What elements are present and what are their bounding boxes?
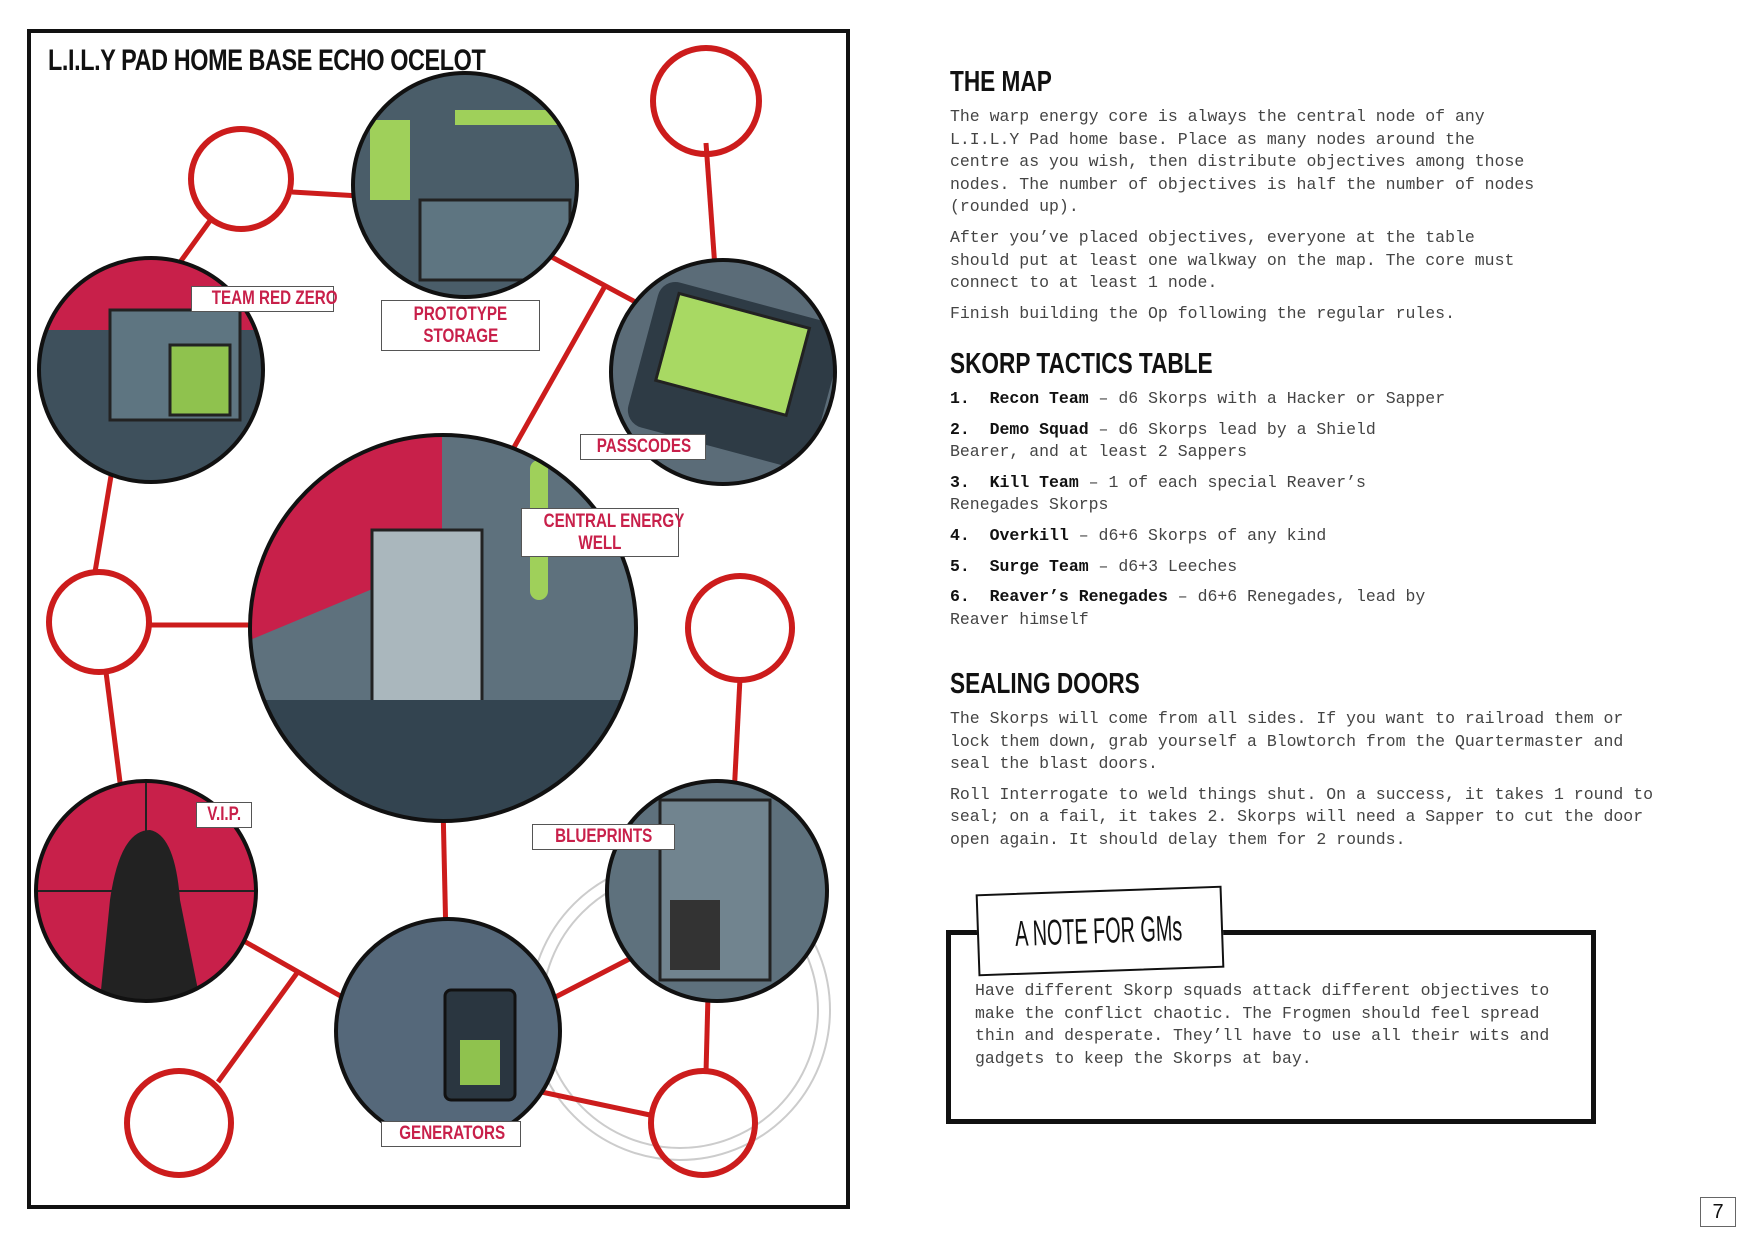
item-name: Overkill (989, 525, 1069, 545)
label-text: V.I.P. (207, 804, 241, 825)
label-blueprints: BLUEPRINTS (532, 824, 675, 850)
walkway (92, 469, 115, 573)
item-name: Demo Squad (989, 419, 1089, 439)
walkway (175, 216, 215, 267)
gm-note-box (946, 930, 1596, 1124)
walkway (103, 671, 124, 791)
node-prototype-storage (353, 73, 577, 297)
item-number: 1. (950, 389, 970, 408)
empty-node-ring (188, 126, 294, 232)
map-frame (27, 29, 850, 1209)
walkway (731, 677, 743, 797)
gm-note-title-tab: A NOTE FOR GMs (975, 885, 1225, 977)
paragraph: After you’ve placed objectives, everyone… (950, 227, 1515, 293)
tactics-item: 5. Surge Team – d6+3 Leeches (950, 556, 1710, 579)
gm-note-title: A NOTE FOR GMs (1014, 907, 1183, 954)
walkway (291, 189, 361, 199)
item-text: – d6 Skorps with a Hacker or Sapper (1088, 389, 1446, 408)
paragraph: Roll Interrogate to weld things shut. On… (950, 784, 1654, 849)
heading-text: SEALING DOORS (950, 668, 1140, 700)
empty-node-ring (685, 573, 795, 683)
empty-node-ring (650, 45, 762, 157)
label-vip: V.I.P. (196, 802, 252, 828)
label-text: BLUEPRINTS (554, 826, 653, 847)
tactics-item: 6. Reaver’s Renegades – d6+6 Renegades, … (950, 586, 1710, 631)
item-text: – d6 Skorps lead by a Shield Bearer, and… (950, 419, 1376, 462)
label-generators: GENERATORS (381, 1121, 521, 1147)
section-heading: SEALING DOORS (950, 668, 1710, 702)
label-text: STORAGE (423, 326, 498, 347)
page-number: 7 (1700, 1197, 1736, 1227)
tactics-item: 3. Kill Team – 1 of each special Reaver’… (950, 472, 1710, 517)
paragraph: Finish building the Op following the reg… (950, 303, 1455, 323)
walkway (703, 994, 711, 1074)
node-blueprints (607, 781, 827, 1001)
tactics-item: 4. Overkill – d6+6 Skorps of any kind (950, 525, 1710, 548)
item-number: 3. (950, 472, 970, 492)
empty-node-ring (648, 1068, 758, 1178)
section-skorp-tactics: SKORP TACTICS TABLE 1. Recon Team – d6 S… (950, 348, 1710, 639)
label-prototype-storage: PROTOTYPE STORAGE (381, 300, 540, 351)
node-generators (336, 919, 560, 1143)
empty-node-ring (124, 1068, 234, 1178)
section-heading: SKORP TACTICS TABLE (950, 348, 1710, 382)
paragraph: The Skorps will come from all sides. If … (950, 709, 1624, 774)
label-team-red-zero: TEAM RED ZERO (191, 286, 338, 312)
gm-note-text: Have different Skorp squads attack diffe… (975, 981, 1550, 1068)
section-heading: THE MAP (950, 66, 1710, 100)
tactics-item: 2. Demo Squad – d6 Skorps lead by a Shie… (950, 419, 1710, 464)
walkway (501, 284, 608, 467)
node-passcodes (611, 260, 835, 484)
tactics-list: 1. Recon Team – d6 Skorps with a Hacker … (950, 388, 1710, 631)
label-passcodes: PASSCODES (580, 434, 706, 460)
node-central-energy-well (250, 435, 636, 821)
item-name: Kill Team (989, 472, 1079, 492)
walkway (215, 971, 300, 1084)
item-text: – 1 of each special Reaver’s Renegades S… (950, 472, 1366, 515)
item-text: – d6+3 Leeches (1088, 556, 1238, 576)
section-the-map: THE MAP The warp energy core is always t… (950, 66, 1710, 325)
empty-nodes (46, 45, 795, 1178)
label-text: PROTOTYPE (413, 304, 508, 325)
item-name: Surge Team (989, 556, 1089, 576)
label-text: GENERATORS (399, 1123, 506, 1144)
item-number: 4. (950, 525, 970, 545)
item-name: Reaver’s Renegades (989, 587, 1168, 607)
label-text: TEAM RED ZERO (211, 288, 338, 309)
map-title: L.I.L.Y PAD HOME BASE ECHO OCELOT (48, 44, 609, 80)
empty-node-ring (46, 569, 152, 675)
heading-text: SKORP TACTICS TABLE (950, 348, 1213, 380)
item-text: – d6+6 Renegades, lead by Reaver himself (950, 587, 1426, 629)
label-central-energy-well: CENTRAL ENERGY WELL (521, 508, 684, 557)
section-sealing-doors: SEALING DOORS The Skorps will come from … (950, 668, 1710, 852)
item-text: – d6+6 Skorps of any kind (1068, 525, 1327, 545)
item-number: 5. (950, 556, 970, 576)
heading-text: THE MAP (950, 66, 1052, 98)
paragraph: The warp energy core is always the centr… (950, 107, 1535, 217)
node-team-red-zero (39, 258, 263, 482)
item-number: 6. (950, 587, 970, 607)
item-name: Recon Team (989, 389, 1089, 408)
tactics-item: 1. Recon Team – d6 Skorps with a Hacker … (950, 388, 1710, 411)
label-text: PASSCODES (596, 436, 692, 457)
item-number: 2. (950, 419, 970, 439)
label-text: WELL (578, 533, 622, 554)
map-title-text: L.I.L.Y PAD HOME BASE ECHO OCELOT (48, 44, 486, 77)
label-text: CENTRAL ENERGY (543, 511, 685, 532)
walkway (233, 933, 360, 1009)
